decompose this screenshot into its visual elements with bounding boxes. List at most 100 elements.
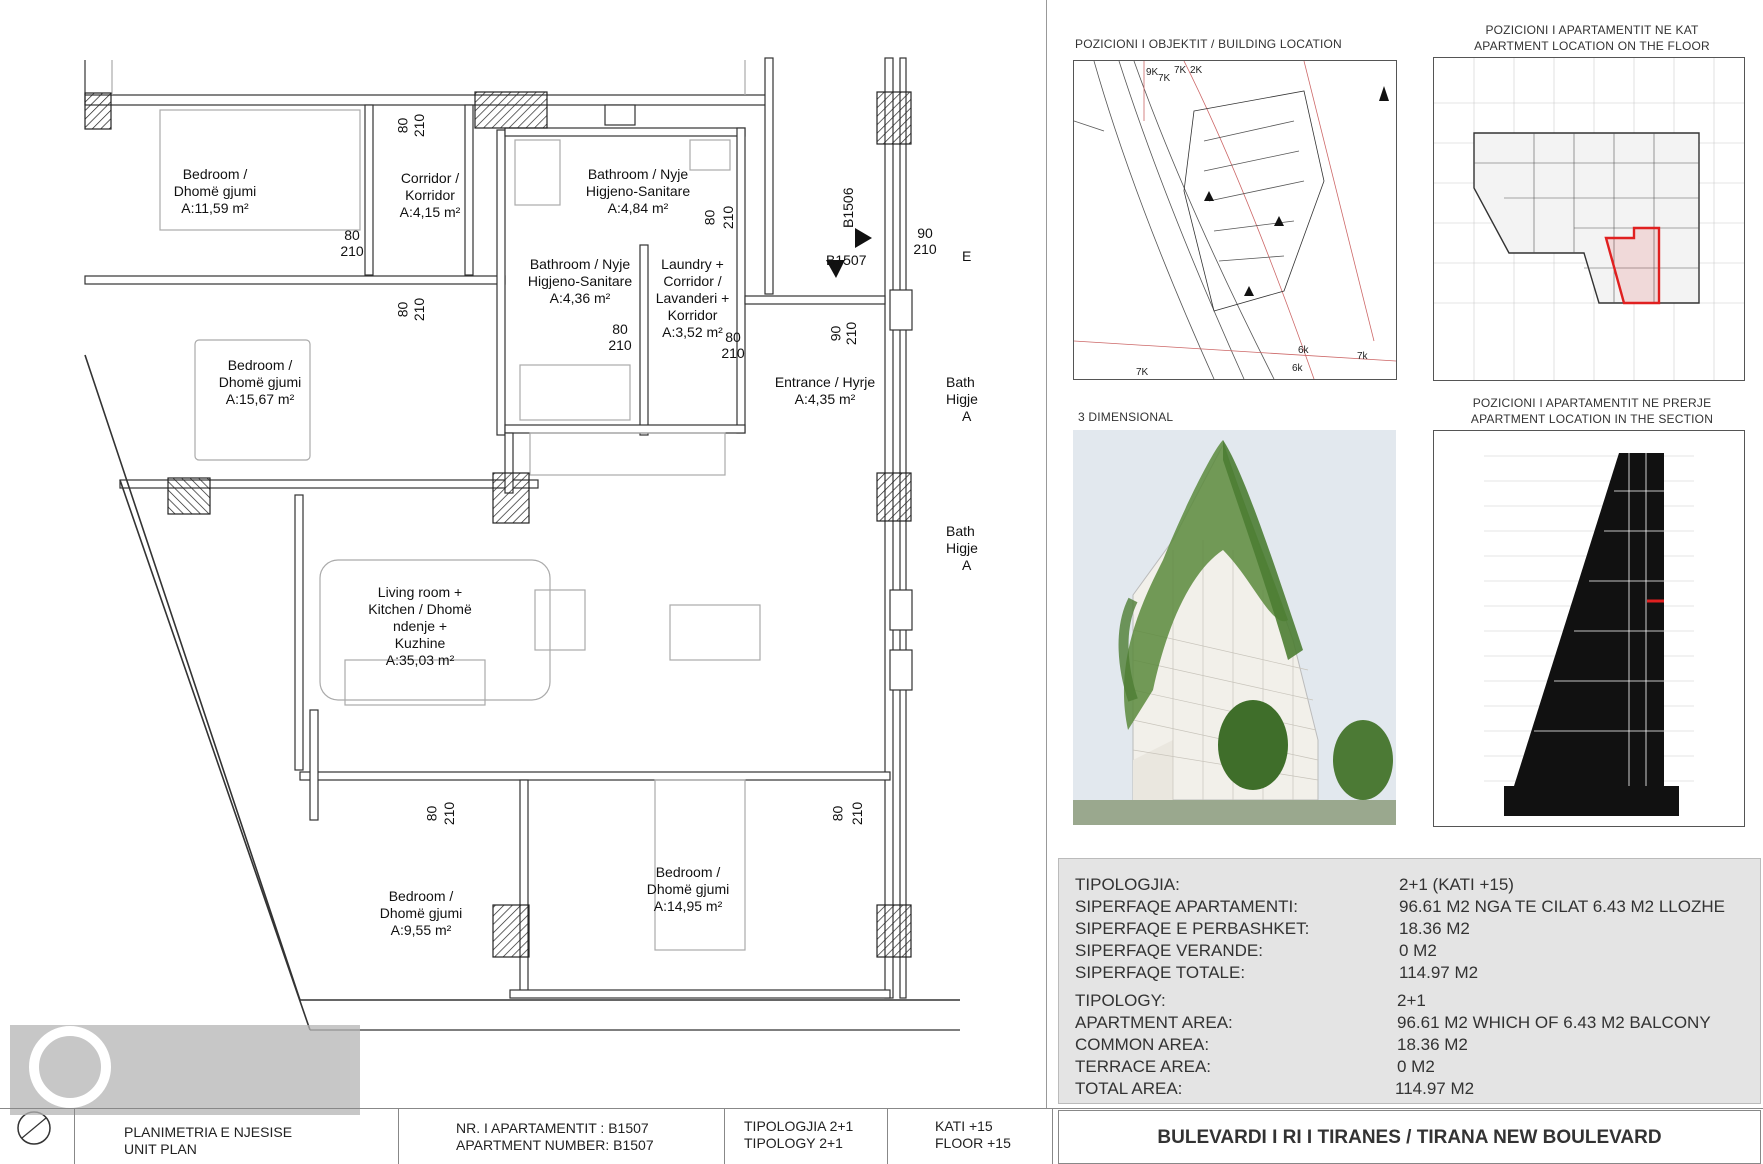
info-siperfaqe-perbashket-value: 18.36 M2 [1399,919,1470,938]
room-bedroom-2: Bedroom / Dhomë gjumi A:15,67 m² [195,357,325,408]
project-title: BULEVARDI I RI I TIRANES / TIRANA NEW BO… [1157,1127,1662,1148]
room-laundry-area: A:3,52 m² [662,324,723,340]
room-bedroom-1-name-al: Dhomë gjumi [173,183,257,199]
apartment-number-al: NR. I APARTAMENTIT : B1507 [456,1120,649,1136]
room-bedroom-3-area: A:9,55 m² [390,922,452,938]
title-block-floor-cell: KATI +15 FLOOR +15 [887,1108,1053,1164]
neighbor-bath-2: Bath [946,523,975,539]
dim-80: 80 [423,805,440,822]
floor-location-title-en: APARTMENT LOCATION ON THE FLOOR [1474,39,1710,53]
info-tipologjia-value: 2+1 (KATI +15) [1399,875,1514,894]
floor-en: FLOOR +15 [935,1135,1011,1151]
info-apartment-area-value: 96.61 M2 WHICH OF 6.43 M2 BALCONY [1397,1013,1711,1032]
site-label-7k: 7K [1174,65,1187,76]
dim-80: 80 [701,209,718,226]
info-tipology-label: TIPOLOGY: [1075,991,1166,1010]
plan-title-en: UNIT PLAN [124,1141,197,1157]
apt-tag-b1506: B1506 [840,187,856,228]
dim-210: 210 [721,345,745,361]
room-corridor-name: Corridor / [400,170,460,186]
floor-al: KATI +15 [935,1118,993,1134]
room-bedroom-3: Bedroom / Dhomë gjumi A:9,55 m² [356,888,486,939]
dim-80: 80 [829,805,846,822]
vertical-divider [1046,0,1047,1108]
floor-plan-drawing [17,57,960,1145]
apartment-info-box: TIPOLOGJIA: 2+1 (KATI +15) SIPERFAQE APA… [1058,858,1761,1104]
site-label-6k: 6k [1298,345,1309,356]
building-location-title: POZICIONI I OBJEKTIT / BUILDING LOCATION [1075,37,1342,51]
room-laundry-name-al-2: Korridor [667,307,718,323]
neighbor-higj-1: Higje [946,391,978,407]
room-corridor-area: A:4,15 m² [399,204,461,220]
floor-location-panel [1433,57,1745,381]
typology-en: TIPOLOGY 2+1 [744,1135,843,1151]
room-laundry-name-al: Lavanderi + [655,290,730,306]
dim-210: 210 [913,241,937,257]
dim-80: 80 [344,227,360,243]
room-bathroom-2-name-al: Higjeno-Sanitare [527,273,633,289]
apt-tag-b1507: B1507 [826,252,867,268]
company-logo [10,1025,360,1115]
room-bedroom-2-name-al: Dhomë gjumi [218,374,302,390]
typology-al: TIPOLOGJIA 2+1 [744,1118,854,1134]
info-terrace-area-value: 0 M2 [1397,1057,1435,1076]
dim-210: 210 [441,801,458,826]
neighbor-higj-2: Higje [946,540,978,556]
room-bedroom-1: Bedroom / Dhomë gjumi A:11,59 m² [150,166,280,217]
room-laundry: Laundry + Corridor / Lavanderi + Korrido… [650,256,735,341]
info-siperfaqe-verande-label: SIPERFAQE VERANDE: [1075,941,1263,960]
neighbor-a-2: A [962,557,972,573]
building-render-drawing [1073,430,1396,825]
info-siperfaqe-totale-value: 114.97 M2 [1399,963,1479,982]
room-bathroom-2-area: A:4,36 m² [549,290,611,306]
logo-ring-icon [29,1026,111,1108]
site-label-7k: 7K [1158,73,1171,84]
dim-80: 80 [725,329,741,345]
dim-210: 210 [608,337,632,353]
dim-210: 210 [340,243,364,259]
info-siperfaqe-perbashket-label: SIPERFAQE E PERBASHKET: [1075,919,1310,938]
site-label-6k: 6k [1292,363,1303,374]
dim-80: 80 [612,321,628,337]
title-block-project-cell: BULEVARDI I RI I TIRANES / TIRANA NEW BO… [1058,1110,1761,1164]
title-block-plan-cell: PLANIMETRIA E NJESISE UNIT PLAN [74,1108,399,1164]
room-bedroom-4-name: Bedroom / [655,864,721,880]
info-total-area-value: 114.97 M2 [1395,1079,1475,1098]
three-d-title: 3 DIMENSIONAL [1078,410,1174,424]
info-terrace-area-label: TERRACE AREA: [1075,1057,1212,1076]
title-block-compass-cell [0,1108,75,1164]
dim-210: 210 [411,113,428,138]
floor-location-drawing [1434,58,1744,380]
room-bathroom-1-name-al: Higjeno-Sanitare [585,183,691,199]
info-total-area-label: TOTAL AREA: [1075,1079,1183,1098]
room-bedroom-4-name-al: Dhomë gjumi [646,881,730,897]
neighbor-a-1: A [962,408,972,424]
floor-location-title-al: POZICIONI I APARTAMENTIT NE KAT [1485,23,1699,37]
room-living-area: A:35,03 m² [385,652,455,668]
title-block-top-border [0,1108,1763,1109]
info-siperfaqe-verande-value: 0 M2 [1399,941,1437,960]
section-location-title-al: POZICIONI I APARTAMENTIT NE PRERJE [1472,396,1712,410]
room-bedroom-3-name: Bedroom / [388,888,454,904]
room-bedroom-1-area: A:11,59 m² [181,200,249,216]
apartment-highlight [1604,226,1661,305]
room-bedroom-2-name: Bedroom / [227,357,293,373]
room-bedroom-1-name: Bedroom / [182,166,248,182]
neighbor-bath-1: Bath [946,374,975,390]
apartment-number-en: APARTMENT NUMBER: B1507 [456,1137,654,1153]
room-entrance: Entrance / Hyrje A:4,35 m² [760,374,890,408]
room-bedroom-4: Bedroom / Dhomë gjumi A:14,95 m² [623,864,753,915]
section-location-panel [1433,430,1745,827]
room-bedroom-2-area: A:15,67 m² [225,391,295,407]
info-common-area-label: COMMON AREA: [1075,1035,1210,1054]
dim-90: 90 [917,225,933,241]
info-common-area-value: 18.36 M2 [1397,1035,1468,1054]
dim-210: 210 [849,801,866,826]
room-bathroom-1: Bathroom / Nyje Higjeno-Sanitare A:4,84 … [568,166,708,217]
room-entrance-name: Entrance / Hyrje [774,374,876,390]
site-plan-drawing [1074,61,1396,379]
room-living-kitchen: Living room + Kitchen / Dhomë ndenje + K… [355,584,485,669]
site-label-7k: 7k [1357,351,1368,362]
plan-title-al: PLANIMETRIA E NJESISE [124,1124,293,1140]
room-living-name: Living room + [377,584,463,600]
